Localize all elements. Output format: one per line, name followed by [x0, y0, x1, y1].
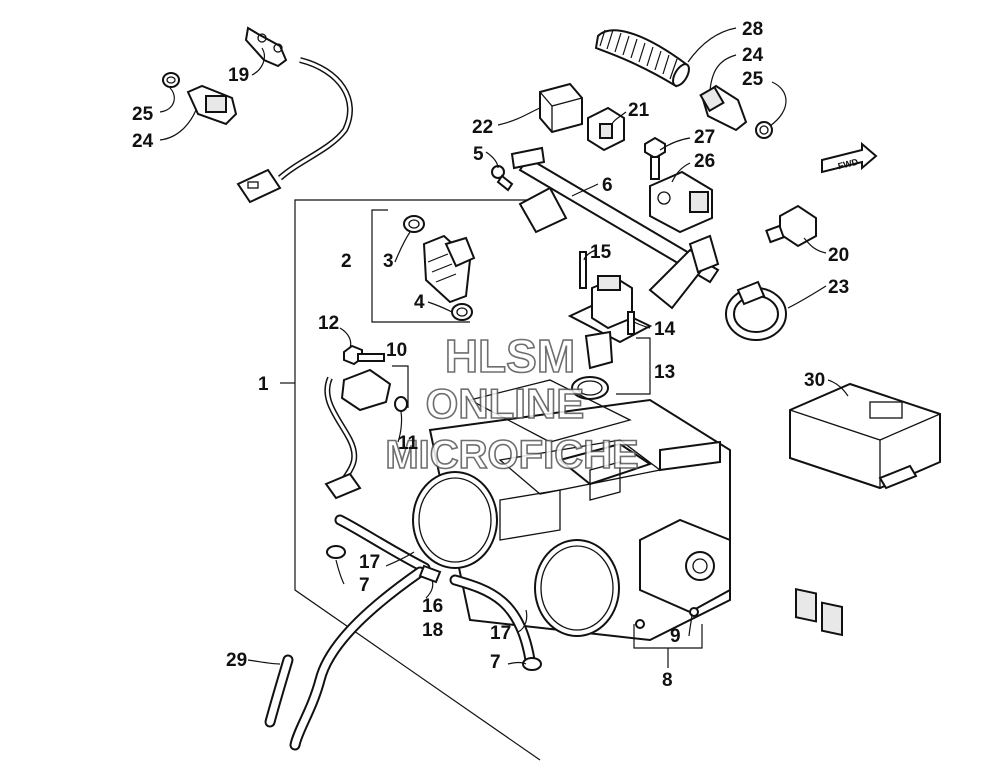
throttle-position-sensor	[639, 518, 731, 614]
fwd-label: FWD	[837, 157, 860, 172]
callout-5: 5	[473, 144, 484, 165]
oxygen-sensor	[236, 26, 353, 204]
callout-24-right: 24	[742, 45, 764, 66]
vent-hose-long	[289, 566, 426, 751]
callout-24-left: 24	[132, 131, 154, 152]
callout-16: 16	[422, 596, 443, 617]
drain-hose	[264, 654, 294, 728]
callout-8: 8	[662, 670, 673, 691]
idle-air-control-valve	[567, 251, 653, 370]
callout-2: 2	[341, 251, 352, 272]
hose-clip-upper	[326, 545, 346, 559]
bolt-12	[343, 344, 385, 366]
t-fitting	[418, 564, 442, 584]
callout-29: 29	[226, 650, 247, 671]
injector-bracket	[371, 209, 470, 323]
assembly-bracket-1	[280, 199, 545, 761]
temperature-sensor-left	[162, 72, 238, 126]
throttle-bore-left	[412, 471, 498, 569]
callout-6: 6	[602, 175, 613, 196]
callout-4: 4	[414, 292, 425, 313]
callout-27: 27	[694, 127, 715, 148]
callout-19: 19	[228, 65, 249, 86]
idle-air-o-ring	[571, 376, 609, 400]
callout-3: 3	[383, 251, 394, 272]
crank-sensor	[324, 368, 392, 500]
leader-lines	[159, 27, 849, 665]
callout-25-right: 25	[742, 69, 764, 90]
hose-clamp	[725, 280, 787, 341]
sensor-bracket-10	[392, 365, 409, 408]
intake-duct	[594, 29, 690, 88]
callout-1: 1	[258, 374, 269, 395]
hose-clip-lower	[522, 657, 542, 671]
vent-hose-lower	[449, 574, 536, 666]
callout-17-lower: 17	[490, 623, 511, 644]
throttle-bore-right	[534, 539, 620, 637]
relay	[539, 82, 583, 134]
callout-14: 14	[654, 319, 676, 340]
o-ring-upper	[403, 215, 425, 233]
watermark-line-2: ONLINE	[426, 380, 585, 427]
watermark-line-3: MICROFICHE	[385, 433, 638, 477]
callout-labels: 1 2 3 4 5 6 7 7 8 9 10 11 12 13 14 15 16…	[132, 19, 849, 691]
fuel-injector	[422, 234, 476, 304]
temperature-sensor-right	[699, 84, 773, 139]
map-sensor	[649, 170, 713, 234]
bolt-27	[644, 136, 666, 180]
vent-hose-upper	[334, 514, 431, 574]
callout-15: 15	[590, 242, 612, 263]
watermark: HLSM ONLINE MICROFICHE	[385, 329, 640, 478]
sensor-o-ring	[394, 396, 408, 412]
callout-18: 18	[422, 620, 443, 641]
ecu-module	[789, 382, 941, 637]
callout-20: 20	[828, 245, 849, 266]
callout-26: 26	[694, 151, 715, 172]
idle-air-control-bracket	[616, 337, 651, 395]
pressure-sensor	[765, 204, 817, 248]
callout-10: 10	[386, 340, 407, 361]
callout-25-left: 25	[132, 104, 154, 125]
callout-28: 28	[742, 19, 763, 40]
callout-12: 12	[318, 313, 339, 334]
callout-13: 13	[654, 362, 675, 383]
o-ring-lower	[451, 303, 473, 321]
callout-7-upper: 7	[359, 575, 370, 596]
callout-9: 9	[670, 626, 681, 647]
callout-21: 21	[628, 100, 650, 121]
watermark-line-1: HLSM	[445, 330, 575, 382]
forward-direction-tag: FWD	[821, 141, 878, 174]
connector	[587, 106, 625, 152]
callout-7-lower: 7	[490, 652, 501, 673]
callout-23: 23	[828, 277, 849, 298]
callout-30: 30	[804, 370, 825, 391]
fuel-rail	[510, 146, 720, 310]
screw-5	[491, 165, 514, 192]
callout-17-upper: 17	[359, 552, 380, 573]
callout-22: 22	[472, 117, 493, 138]
callout-11: 11	[398, 433, 419, 454]
